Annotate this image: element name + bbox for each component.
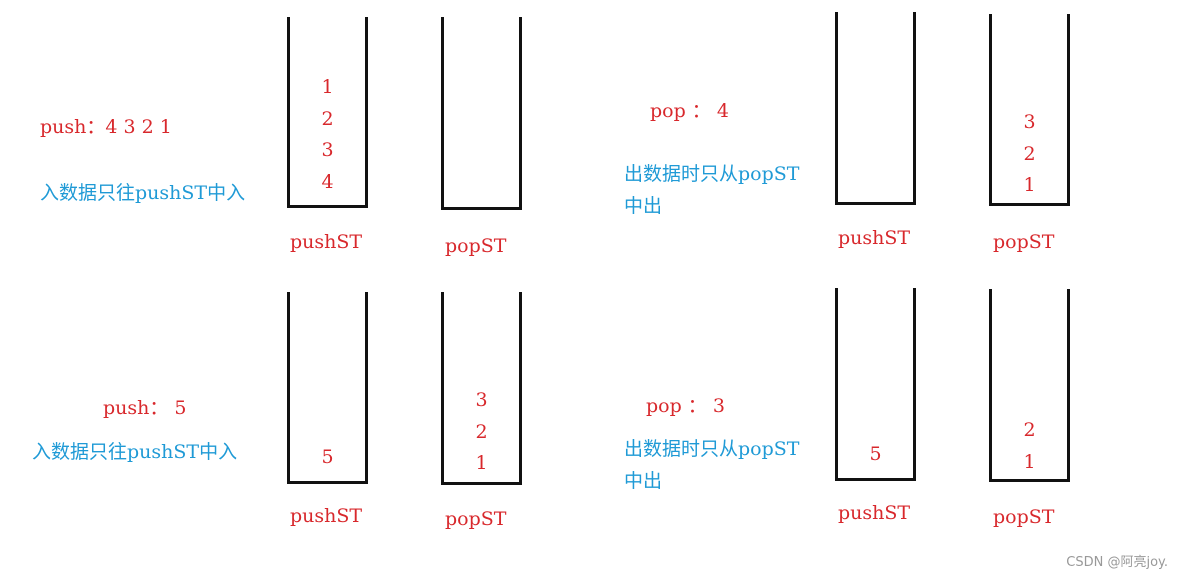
- stack-item: 1: [1023, 174, 1036, 196]
- pop-stack: 3 2 1: [989, 14, 1070, 206]
- stack-item: 4: [321, 170, 334, 193]
- stack-label: popST: [993, 506, 1055, 528]
- note-text: 中出: [624, 470, 663, 492]
- stack-label: pushST: [290, 231, 363, 253]
- push-stack: 5: [835, 288, 916, 481]
- stack-label: pushST: [290, 505, 363, 527]
- stack-item: 1: [321, 76, 334, 98]
- push-stack: 1 2 3 4: [287, 17, 368, 208]
- stack-item: 3: [475, 389, 488, 411]
- stack-item: 1: [475, 452, 488, 474]
- note-text: 入数据只往pushST中入: [40, 182, 246, 204]
- note-text: 出数据时只从popST: [624, 438, 800, 460]
- operation-text: push：4 3 2 1: [40, 116, 172, 138]
- push-stack: [835, 12, 916, 205]
- stack-item: 2: [475, 420, 488, 443]
- stack-item: 2: [321, 107, 334, 130]
- stack-item: 1: [1023, 450, 1036, 473]
- stack-label: popST: [445, 508, 507, 530]
- stack-item: 2: [1023, 142, 1036, 165]
- note-text: 入数据只往pushST中入: [32, 441, 238, 463]
- push-stack: 5: [287, 292, 368, 484]
- stack-item: 3: [321, 139, 334, 161]
- stack-label: popST: [993, 231, 1055, 253]
- pop-stack: 2 1: [989, 289, 1070, 482]
- watermark: CSDN @阿亮joy.: [1066, 555, 1168, 570]
- stack-item: 3: [1023, 111, 1036, 133]
- stack-label: popST: [445, 235, 507, 257]
- pop-stack: [441, 17, 522, 210]
- operation-text: push： 5: [103, 397, 187, 419]
- operation-text: pop ： 4: [650, 100, 729, 122]
- stack-label: pushST: [838, 227, 911, 249]
- note-text: 出数据时只从popST: [624, 163, 800, 185]
- stack-item: 5: [321, 446, 334, 468]
- stack-item: 5: [869, 443, 882, 465]
- pop-stack: 3 2 1: [441, 292, 522, 485]
- operation-text: pop ： 3: [646, 395, 725, 417]
- stack-label: pushST: [838, 502, 911, 524]
- note-text: 中出: [624, 195, 663, 217]
- stack-item: 2: [1023, 419, 1036, 441]
